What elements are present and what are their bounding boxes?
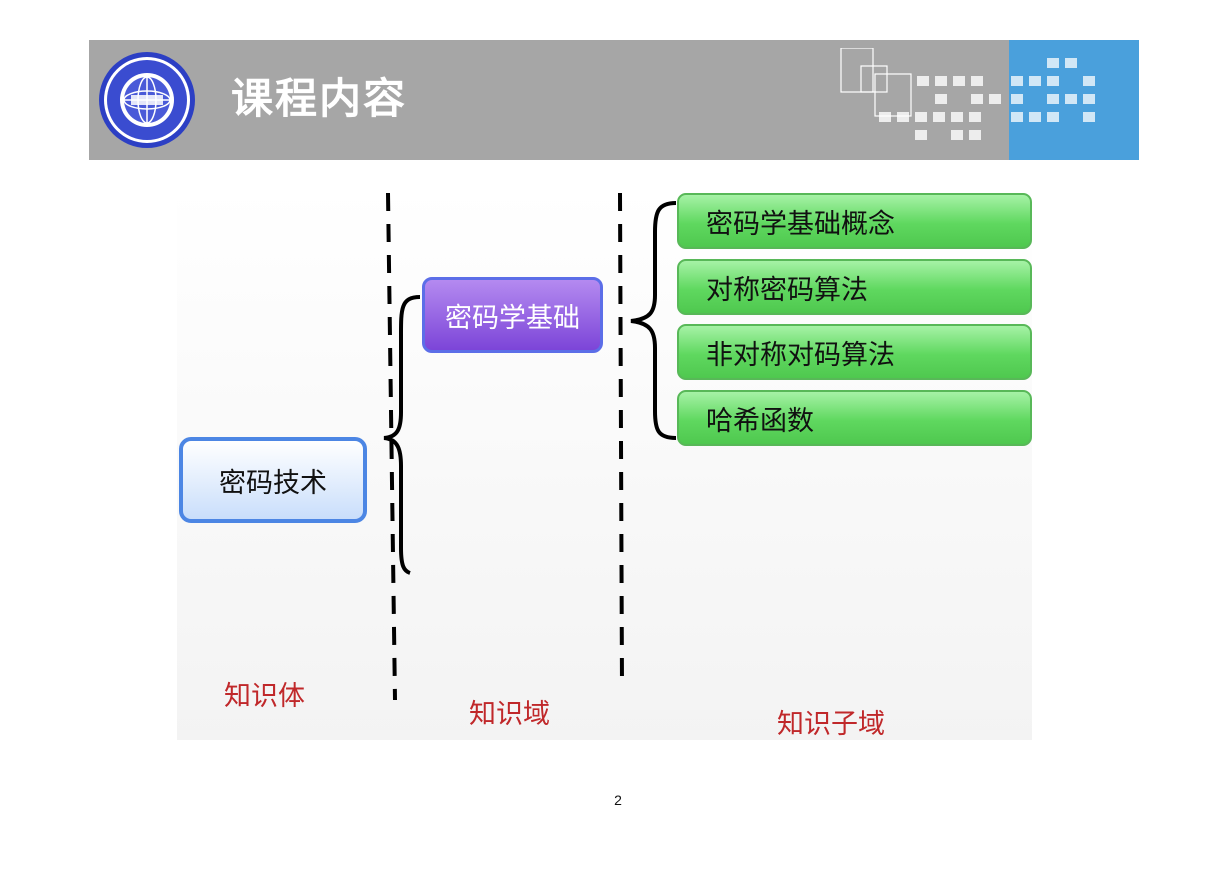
column-label-body: 知识体 bbox=[224, 681, 305, 712]
subdomain-node: 密码学基础概念 bbox=[677, 193, 1032, 249]
domain-node: 密码学基础 bbox=[422, 277, 603, 353]
decorative-squares-pattern bbox=[840, 48, 1095, 140]
subdomain-node: 对称密码算法 bbox=[677, 259, 1032, 315]
column-label-domain: 知识域 bbox=[469, 699, 550, 730]
subdomain-node: 哈希函数 bbox=[677, 390, 1032, 446]
column-label-subdomain: 知识子域 bbox=[777, 709, 885, 740]
separator-right bbox=[618, 192, 624, 689]
slide-header: 课程内容 bbox=[89, 40, 1139, 160]
subdomain-node: 非对称对码算法 bbox=[677, 324, 1032, 380]
separator-left bbox=[386, 192, 397, 701]
root-node: 密码技术 bbox=[179, 437, 367, 523]
brace-root bbox=[383, 295, 421, 575]
brace-domain bbox=[630, 201, 677, 440]
page-number: 2 bbox=[614, 792, 622, 808]
page-title: 课程内容 bbox=[231, 74, 408, 123]
university-seal-logo bbox=[99, 52, 195, 148]
